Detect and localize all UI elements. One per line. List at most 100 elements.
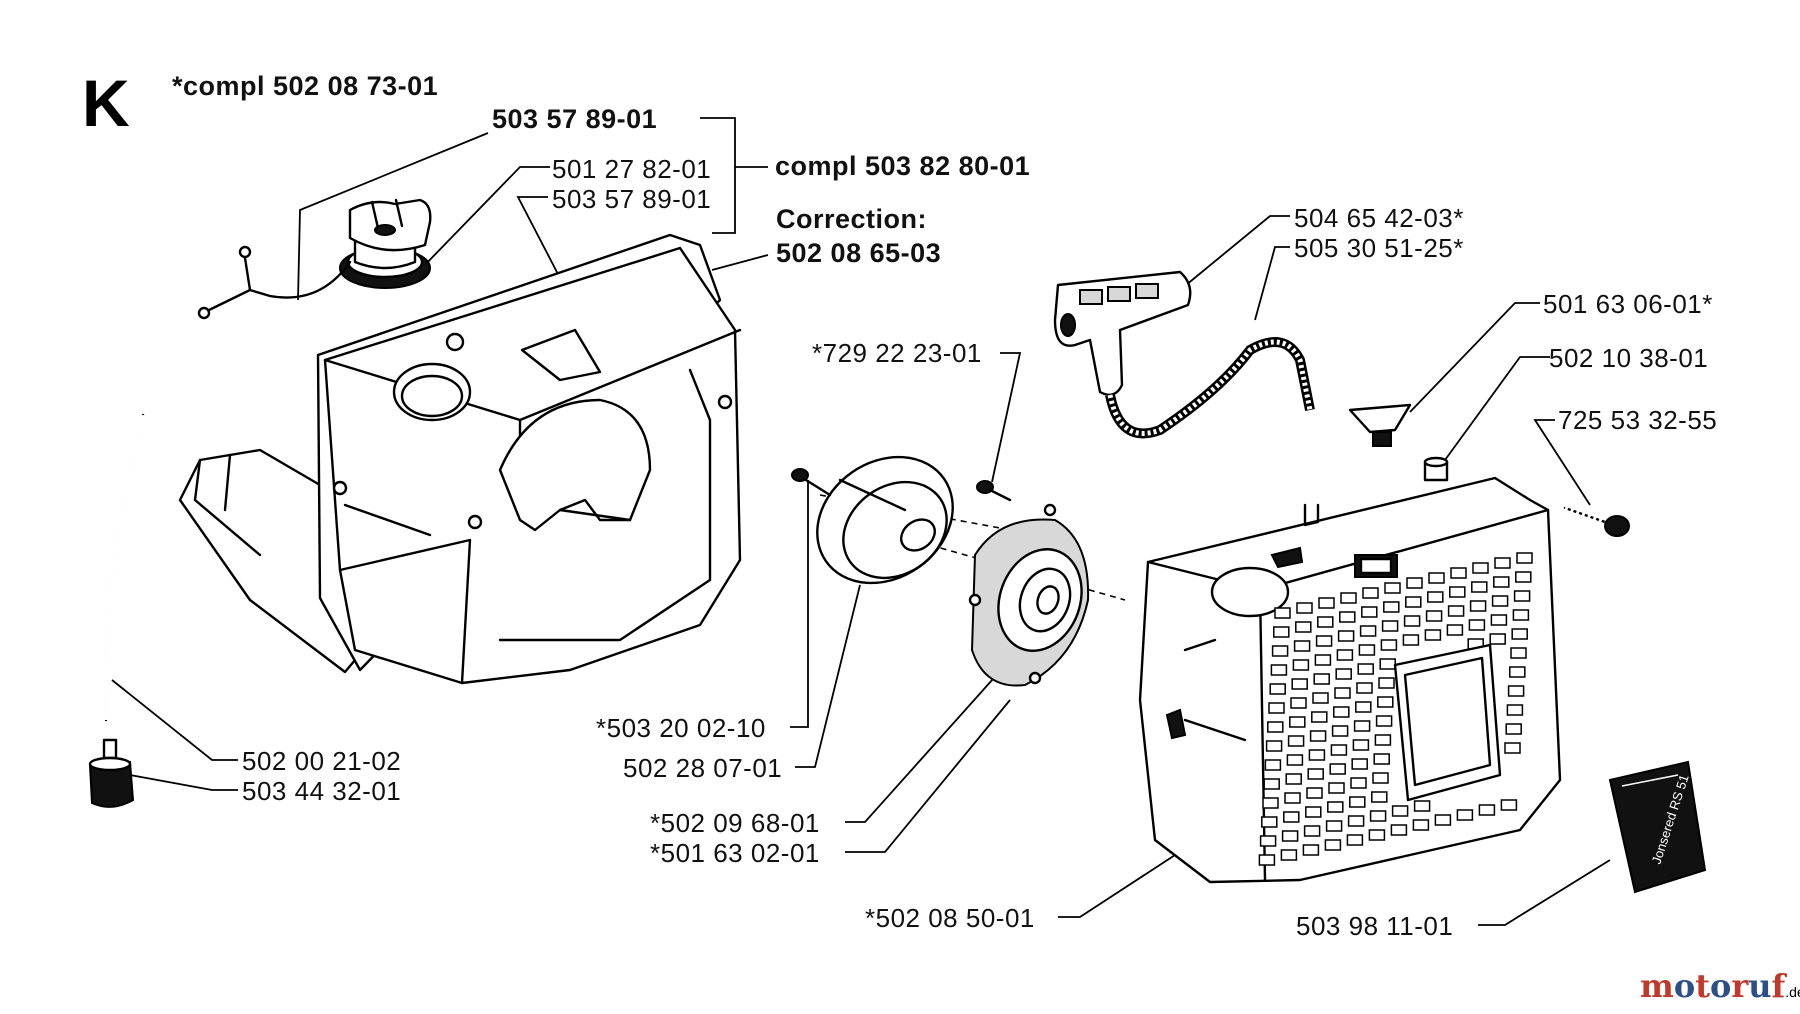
grille-slot <box>1258 854 1276 866</box>
leader-pulley <box>790 480 809 728</box>
leader-filter <box>129 774 238 791</box>
grille-slot <box>1357 663 1374 675</box>
watermark-letter: o <box>1709 967 1732 1005</box>
grille-slot <box>1506 704 1524 716</box>
grille-slot <box>1383 601 1400 613</box>
grille-slot <box>1446 624 1464 636</box>
grille-slot <box>1469 600 1487 612</box>
grille-slot <box>1293 640 1311 652</box>
label-handle: 504 65 42-03* <box>1294 203 1464 233</box>
grille-slot <box>1291 678 1308 690</box>
leader-cap-assy <box>297 132 489 301</box>
grille-slot <box>1509 666 1526 678</box>
section-letter: K <box>82 66 130 140</box>
grille-slot <box>1333 706 1350 718</box>
housing-screw <box>976 480 1012 502</box>
grille-slot <box>1315 635 1333 647</box>
leader-cord <box>1254 246 1290 321</box>
watermark-text: motoruf <box>1640 967 1785 1005</box>
grille-slot <box>1287 735 1305 747</box>
leader-seal <box>419 166 550 271</box>
grille-slot <box>1371 791 1388 803</box>
grille-slot <box>1384 582 1401 594</box>
grille-slot <box>1268 702 1285 714</box>
grille-slot <box>1311 711 1328 723</box>
grille-slot <box>1334 687 1351 699</box>
grille-slot <box>1284 792 1301 804</box>
grille-slot <box>1390 824 1408 836</box>
grille-slot <box>1425 610 1443 622</box>
label-cord: 505 30 51-25* <box>1294 233 1464 263</box>
grille-slot <box>1336 649 1354 661</box>
grille-slot <box>1456 809 1474 821</box>
watermark-suffix: .de <box>1785 984 1800 1000</box>
grille-slot <box>1274 607 1291 619</box>
label-pulley: *503 20 02-10 <box>596 713 766 743</box>
tank-housing <box>178 233 742 685</box>
grille-slot <box>1355 701 1372 713</box>
grille-slot <box>1378 677 1395 689</box>
grille-slot <box>1361 606 1378 618</box>
grille-slot <box>1405 596 1422 608</box>
grille-slot <box>1472 562 1489 574</box>
grille-slot <box>1331 725 1349 737</box>
grille-slot <box>1306 787 1323 799</box>
grille-slot <box>1335 668 1352 680</box>
label-spring: *502 09 68-01 <box>650 808 820 838</box>
grille-slot <box>1283 811 1300 823</box>
grille-slot <box>1292 659 1310 671</box>
grille-slot <box>1515 571 1532 583</box>
grille-slot <box>1494 557 1511 569</box>
grille-slot <box>1512 609 1530 621</box>
grille-slot <box>1353 720 1371 732</box>
grille-slot <box>1450 567 1467 579</box>
grille-slot <box>1356 682 1373 694</box>
watermark-letter: o <box>1673 967 1696 1005</box>
grille-slot <box>1347 815 1365 827</box>
label-compl-top: *compl 502 08 73-01 <box>172 71 439 101</box>
leader-screw-cover <box>1533 419 1591 506</box>
starter-housing <box>968 503 1090 687</box>
grille-slot <box>1263 778 1280 790</box>
starter-cord <box>1105 337 1315 439</box>
grille-slot <box>1500 799 1518 811</box>
grille-slot <box>1309 730 1327 742</box>
cover-screw <box>1563 506 1630 537</box>
grille-slot <box>1391 805 1409 817</box>
grille-slot <box>1449 586 1466 598</box>
grille-slot <box>1327 801 1344 813</box>
fuel-filter <box>88 738 135 808</box>
grille-slot <box>1349 796 1366 808</box>
leader-decal <box>1478 859 1611 926</box>
grille-slot <box>1369 810 1387 822</box>
grille-slot <box>1434 814 1452 826</box>
grille-slot <box>1377 696 1394 708</box>
leader-screw-pulley <box>991 352 1022 483</box>
label-cover: *502 08 50-01 <box>865 903 1035 933</box>
grille-slot <box>1489 633 1506 645</box>
grille-slot <box>1328 782 1345 794</box>
grille-slot <box>1269 683 1286 695</box>
bushing <box>1423 456 1449 482</box>
grille-slot <box>1471 581 1488 593</box>
grille-slot <box>1380 639 1398 651</box>
grille-slot <box>1305 806 1322 818</box>
grille-slot <box>1280 849 1298 861</box>
leader-spring <box>845 659 1011 823</box>
grille-slot <box>1307 768 1324 780</box>
grille-slot <box>1373 753 1390 765</box>
grille-slot <box>1379 658 1396 670</box>
decal: Jonsered RS 51 <box>1608 760 1707 894</box>
grille-slot <box>1286 754 1304 766</box>
watermark-letter: f <box>1771 967 1786 1005</box>
grille-slot <box>1427 591 1444 603</box>
grille-slot <box>1303 825 1321 837</box>
grille-slot <box>1337 630 1355 642</box>
watermark-letter: r <box>1731 967 1749 1005</box>
grille-slot <box>1511 628 1528 640</box>
grille-slot <box>1362 587 1379 599</box>
grille-slot <box>1317 616 1334 628</box>
grille-slot <box>1329 763 1346 775</box>
